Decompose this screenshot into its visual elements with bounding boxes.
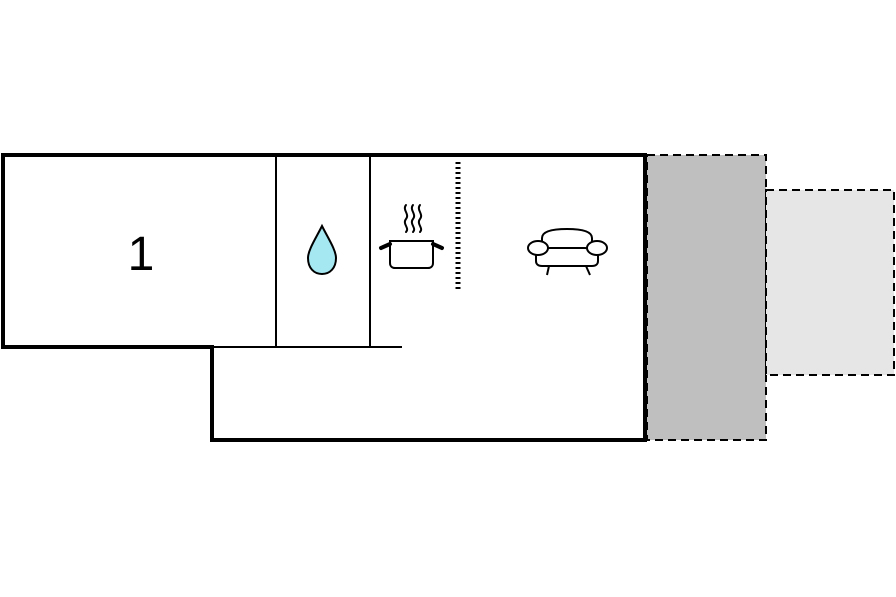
- exterior-wall: [1, 153, 647, 442]
- room-label-1: 1: [128, 228, 155, 281]
- open-terrace: [765, 189, 895, 376]
- water-drop-icon: [306, 223, 338, 276]
- sofa-icon: [527, 228, 608, 276]
- cooking-pot-icon: [379, 204, 444, 269]
- covered-terrace: [646, 154, 767, 441]
